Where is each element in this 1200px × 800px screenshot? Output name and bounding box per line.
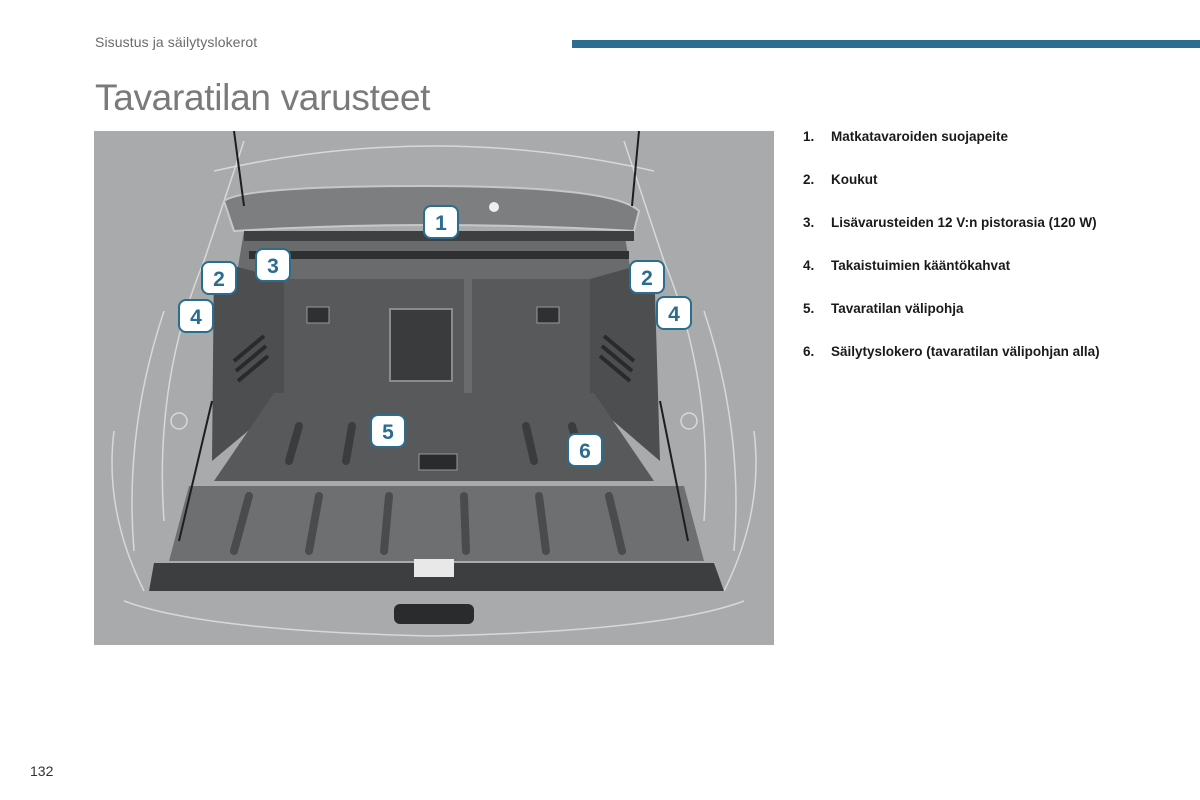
- callout-4-right: 4: [656, 296, 692, 330]
- callout-2-left-label: 2: [213, 268, 225, 291]
- callout-6-label: 6: [579, 440, 591, 463]
- legend-number: 2.: [803, 172, 815, 187]
- load-sill: [169, 486, 704, 561]
- vent-left: [232, 334, 270, 383]
- callout-3: 3: [255, 248, 291, 282]
- callout-5-label: 5: [382, 421, 394, 444]
- callout-3-label: 3: [267, 255, 279, 278]
- legend-number: 5.: [803, 301, 815, 316]
- car-outline: [111, 140, 757, 637]
- anchor-right: [536, 306, 560, 324]
- legend-text: Matkatavaroiden suojapeite: [831, 129, 1009, 144]
- callout-2-left: 2: [201, 261, 237, 295]
- legend-number: 1.: [803, 129, 815, 144]
- seatback-right: [472, 279, 590, 394]
- callout-5: 5: [370, 414, 406, 448]
- legend-item: 1. Matkatavaroiden suojapeite: [803, 129, 1183, 172]
- legend-list: 1. Matkatavaroiden suojapeite 2. Koukut 3.…: [803, 129, 1183, 387]
- legend-item: 5. Tavaratilan välipohja: [803, 301, 1183, 344]
- side-wall-right: [590, 261, 660, 461]
- legend-text: Tavaratilan välipohja: [831, 301, 964, 316]
- legend-number: 6.: [803, 344, 815, 359]
- callout-2-right-label: 2: [641, 267, 653, 290]
- ski-hatch: [389, 308, 453, 382]
- legend-item: 2. Koukut: [803, 172, 1183, 215]
- callout-2-right: 2: [629, 260, 665, 294]
- page-number: 132: [30, 763, 54, 779]
- cover-light: [489, 202, 499, 212]
- latch: [414, 559, 454, 577]
- floor-handle: [418, 453, 458, 471]
- legend-item: 6. Säilytyslokero (tavaratilan välipohjan…: [803, 344, 1183, 387]
- legend-text: Takaistuimien kääntökahvat: [831, 258, 1011, 273]
- legend-item: 3. Lisävarusteiden 12 V:n pistorasia (120…: [803, 215, 1183, 258]
- trunk-illustration: 1 2 3 2 4 4 5 6: [94, 131, 774, 645]
- callout-4-left: 4: [178, 299, 214, 333]
- legend-number: 4.: [803, 258, 815, 273]
- page-title: Tavaratilan varusteet: [95, 77, 431, 118]
- legend-text: Koukut: [831, 172, 878, 187]
- cover-roll: [249, 251, 629, 259]
- callout-4-right-label: 4: [668, 303, 680, 326]
- legend-text: Säilytyslokero (tavaratilan välipohjan a…: [831, 344, 1100, 359]
- legend-number: 3.: [803, 215, 815, 230]
- callout-4-left-label: 4: [190, 306, 202, 329]
- rear-handle: [394, 604, 474, 624]
- vent-right: [598, 334, 636, 383]
- legend-text: Lisävarusteiden 12 V:n pistorasia (120 W…: [831, 215, 1097, 230]
- sill-ribs: [230, 492, 626, 555]
- callout-1: 1: [423, 205, 459, 239]
- tailgate-struts: [178, 131, 689, 542]
- header-accent-bar: [572, 40, 1200, 48]
- legend-item: 4. Takaistuimien kääntökahvat: [803, 258, 1183, 301]
- section-label: Sisustus ja säilytyslokerot: [95, 34, 258, 50]
- cargo-floor: [214, 393, 654, 481]
- callout-1-label: 1: [435, 212, 447, 235]
- callout-6: 6: [567, 433, 603, 467]
- anchor-left: [306, 306, 330, 324]
